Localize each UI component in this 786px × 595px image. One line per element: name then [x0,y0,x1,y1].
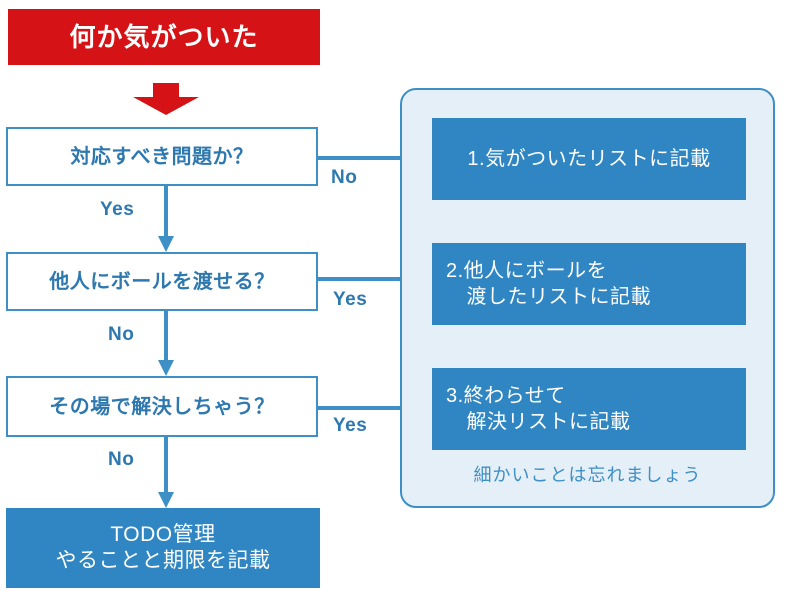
result-box-1[interactable]: 1.気がついたリストに記載 [432,118,746,200]
decision-label-2: 他人にボールを渡せる？ [49,270,275,293]
result-box-2[interactable]: 2.他人にボールを 渡したリストに記載 [432,243,746,325]
decision-box-1[interactable]: 対応すべき問題か？ [6,127,318,186]
connector-down-1-icon [157,186,175,252]
result-line-2a: 2.他人にボールを [446,260,608,282]
connector-down-2-icon [157,311,175,376]
branch-label-no-2: No [108,324,135,345]
connector-down-3-icon [157,437,175,508]
todo-line-1: TODO管理 [110,522,216,546]
todo-terminal-box[interactable]: TODO管理 やることと期限を記載 [6,508,320,588]
result-box-3[interactable]: 3.終わらせて 解決リストに記載 [432,368,746,450]
result-line-2b: 渡したリストに記載 [446,286,651,308]
panel-footnote: 細かいことは忘れましょう [473,465,702,485]
branch-label-yes-3: Yes [333,415,368,436]
decision-label-3: その場で解決しちゃう？ [49,395,275,418]
result-line-1a: 1.気がついたリストに記載 [467,148,711,170]
branch-label-no-1: No [331,167,358,188]
todo-line-2: やることと期限を記載 [55,549,271,572]
decision-box-3[interactable]: その場で解決しちゃう？ [6,376,318,437]
result-line-3b: 解決リストに記載 [446,411,631,433]
start-down-arrow-icon [133,83,199,115]
title-banner: 何か気がついた [8,9,320,65]
decision-box-2[interactable]: 他人にボールを渡せる？ [6,252,318,311]
branch-label-no-3: No [108,449,135,470]
page-title: 何か気がついた [69,22,259,52]
result-line-3a: 3.終わらせて [446,385,566,407]
branch-label-yes-1: Yes [100,199,135,220]
decision-label-1: 対応すべき問題か？ [70,145,254,168]
branch-label-yes-2: Yes [333,289,368,310]
